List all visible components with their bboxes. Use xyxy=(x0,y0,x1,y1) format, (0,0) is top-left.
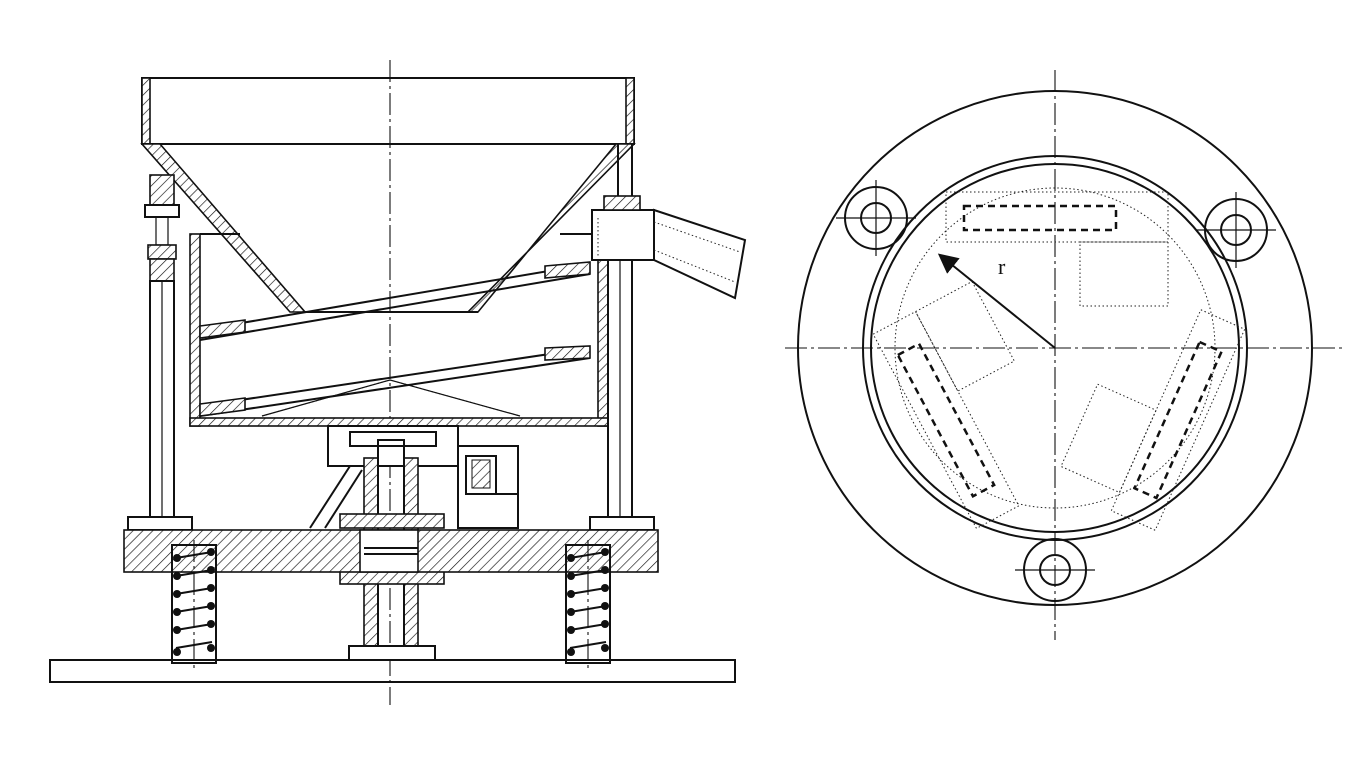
central-shaft xyxy=(339,439,445,661)
vibrator-motor xyxy=(309,425,519,529)
radius-arrow xyxy=(937,253,1056,349)
outer-flange xyxy=(797,90,1313,606)
base-plate xyxy=(123,529,659,573)
bowl-inner-wall xyxy=(870,163,1240,533)
plan-view: r xyxy=(785,70,1345,640)
outlet-chute xyxy=(591,195,747,300)
left-support-post xyxy=(127,174,193,531)
left-spring xyxy=(171,540,217,668)
vibrator-unit-left xyxy=(872,280,1020,530)
radius-label: r xyxy=(998,254,1006,279)
side-section-view xyxy=(49,60,747,705)
bolt-hole-left xyxy=(836,180,916,256)
spiral-bowl xyxy=(189,233,609,427)
right-spring xyxy=(565,540,611,668)
hopper-cone xyxy=(140,143,636,313)
bolt-hole-bottom xyxy=(1015,538,1095,602)
top-rim xyxy=(141,77,635,145)
right-support-post xyxy=(589,144,655,531)
vibrator-unit-right xyxy=(1060,309,1246,531)
ground-plate xyxy=(49,659,736,683)
bolt-hole-right xyxy=(1196,192,1276,268)
vibrator-unit-top xyxy=(945,191,1169,307)
